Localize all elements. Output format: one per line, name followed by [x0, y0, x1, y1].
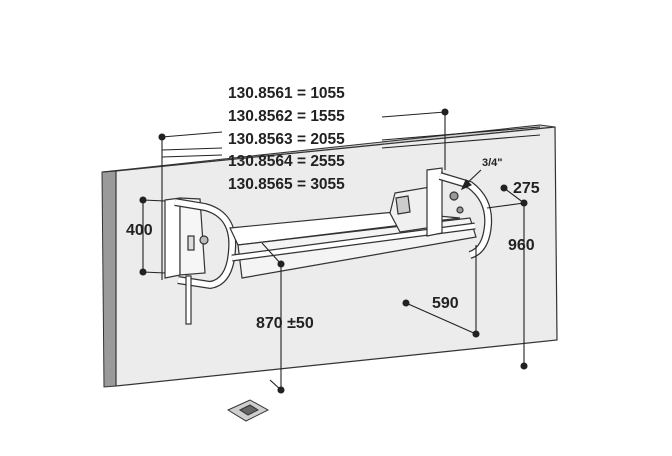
left-bracket — [164, 197, 237, 325]
dim-depth: 275 — [513, 180, 540, 197]
dim-pipe-size: 3/4" — [482, 157, 503, 169]
dim-bracket-height: 400 — [126, 222, 153, 239]
model-label-4: 130.8564 = 2555 — [228, 153, 345, 170]
trough-rail — [229, 186, 477, 279]
dim-rail-height: 870 ±50 — [256, 315, 314, 332]
right-bracket — [426, 167, 493, 259]
model-label-3: 130.8563 = 2055 — [228, 131, 345, 148]
model-label-2: 130.8562 = 1555 — [228, 108, 345, 125]
model-length-list: 130.8561 = 1055 130.8562 = 1555 130.8563… — [228, 85, 345, 193]
dim-projection: 590 — [432, 295, 459, 312]
wall-side — [101, 170, 117, 388]
floor-drain-icon — [226, 399, 270, 422]
dimension-lines — [139, 108, 541, 394]
model-label-1: 130.8561 = 1055 — [228, 85, 345, 102]
model-label-5: 130.8565 = 3055 — [228, 176, 345, 193]
dim-mount-height: 960 — [508, 237, 535, 254]
